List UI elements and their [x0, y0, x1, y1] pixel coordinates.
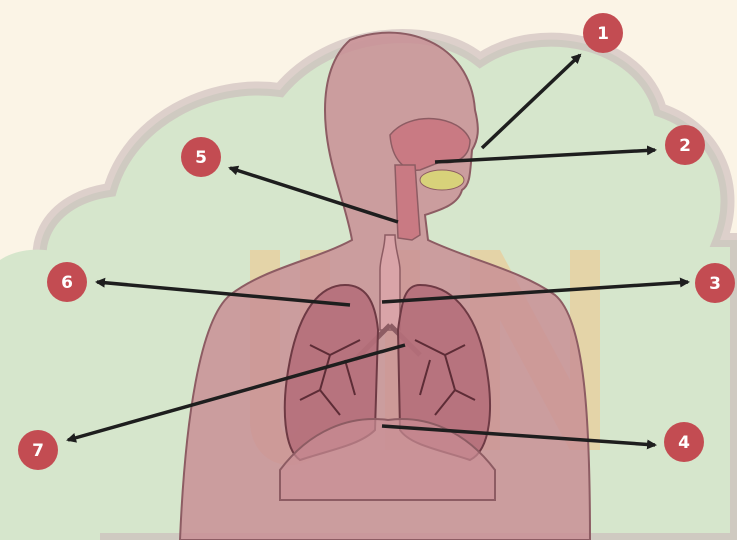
badge-4-label: 4: [678, 433, 690, 453]
badge-6: 6: [47, 262, 87, 302]
badge-1: 1: [583, 13, 623, 53]
badge-4: 4: [664, 422, 704, 462]
badge-2-label: 2: [679, 136, 691, 156]
badge-7-label: 7: [32, 441, 44, 461]
badge-3-label: 3: [709, 274, 721, 294]
badge-3: 3: [695, 263, 735, 303]
badge-5-label: 5: [195, 148, 207, 168]
badge-7: 7: [18, 430, 58, 470]
badge-6-label: 6: [61, 273, 73, 293]
badge-2: 2: [665, 125, 705, 165]
badge-1-label: 1: [597, 24, 609, 44]
badge-5: 5: [181, 137, 221, 177]
